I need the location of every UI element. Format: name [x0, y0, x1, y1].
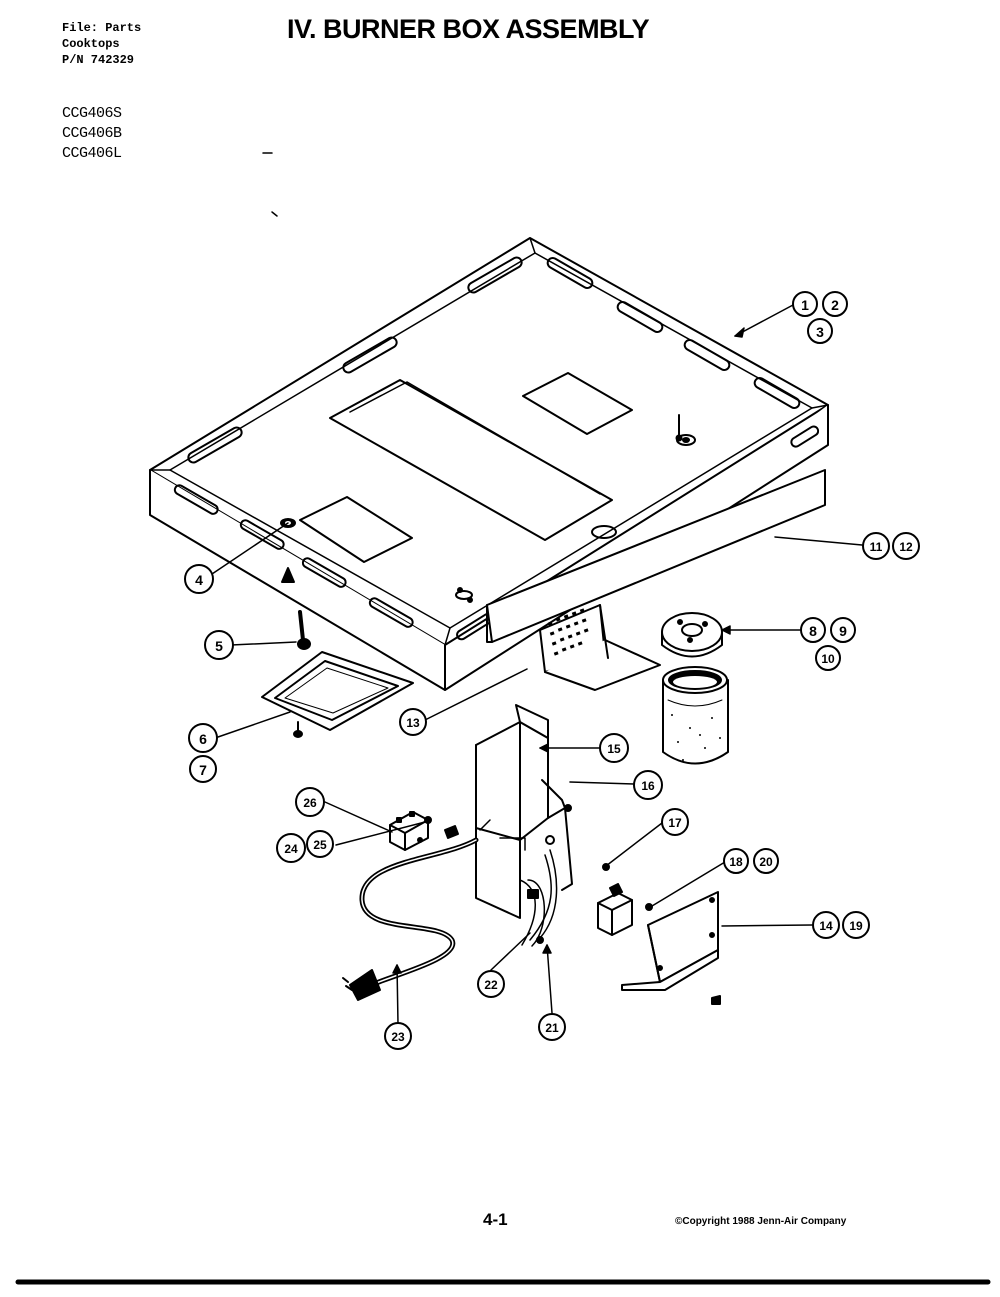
callout-20: 20: [759, 855, 773, 869]
callout-16: 16: [641, 779, 655, 793]
callout-17: 17: [668, 816, 682, 830]
callout-4: 4: [195, 572, 203, 588]
callout-circles: [184, 291, 920, 1050]
callout-25: 25: [313, 838, 327, 852]
screw: [297, 610, 311, 650]
callout-23: 23: [391, 1030, 405, 1044]
mounting-bracket: [475, 704, 573, 919]
callout-labels: 1 2 3 4 5 6 7 8 9 10 11 12 13 14 15 16 1…: [195, 297, 913, 1044]
callout-13: 13: [406, 716, 420, 730]
callout-5: 5: [215, 638, 223, 654]
callout-11: 11: [870, 540, 883, 554]
callout-22: 22: [484, 978, 498, 992]
model-number: CCG406S: [62, 105, 122, 122]
callout-8: 8: [809, 623, 817, 639]
callout-3: 3: [816, 324, 824, 340]
callout-10: 10: [821, 652, 835, 666]
callout-12: 12: [899, 540, 913, 554]
leader-lines: [211, 304, 863, 1025]
part-number-line: P/N 742329: [62, 53, 135, 67]
callout-7: 7: [199, 762, 207, 778]
small-screws: [424, 804, 721, 1005]
power-cord: [342, 837, 479, 1001]
callout-26: 26: [303, 796, 317, 810]
vented-bracket: [539, 604, 661, 691]
file-line: File: Parts: [62, 21, 142, 35]
model-number: CCG406B: [62, 125, 122, 142]
callout-1: 1: [801, 297, 809, 313]
module-cover-plate: [621, 891, 719, 991]
callout-18: 18: [729, 855, 743, 869]
ignitor-module: [597, 883, 633, 936]
callout-9: 9: [839, 623, 847, 639]
model-list: CCG406S CCG406B CCG406L: [62, 104, 122, 164]
front-panel: [486, 469, 826, 643]
callout-14: 14: [819, 919, 833, 933]
burner-cap: [661, 612, 723, 658]
model-number: CCG406L: [62, 145, 122, 162]
scan-marks: [262, 152, 278, 217]
category-line: Cooktops: [62, 37, 120, 51]
canister: [662, 666, 729, 765]
page-title: IV. BURNER BOX ASSEMBLY: [287, 14, 650, 44]
callout-21: 21: [545, 1021, 559, 1035]
page-number: 4-1: [483, 1210, 508, 1229]
file-info: File: Parts Cooktops P/N 742329: [62, 20, 141, 68]
wire-leads: [519, 849, 558, 947]
access-cover-plate: [261, 651, 414, 738]
callout-15: 15: [607, 742, 621, 756]
callout-2: 2: [831, 297, 839, 313]
switch: [389, 811, 429, 851]
callout-24: 24: [284, 842, 298, 856]
callout-6: 6: [199, 731, 207, 747]
callout-19: 19: [849, 919, 863, 933]
copyright-notice: ©Copyright 1988 Jenn-Air Company: [675, 1216, 847, 1227]
